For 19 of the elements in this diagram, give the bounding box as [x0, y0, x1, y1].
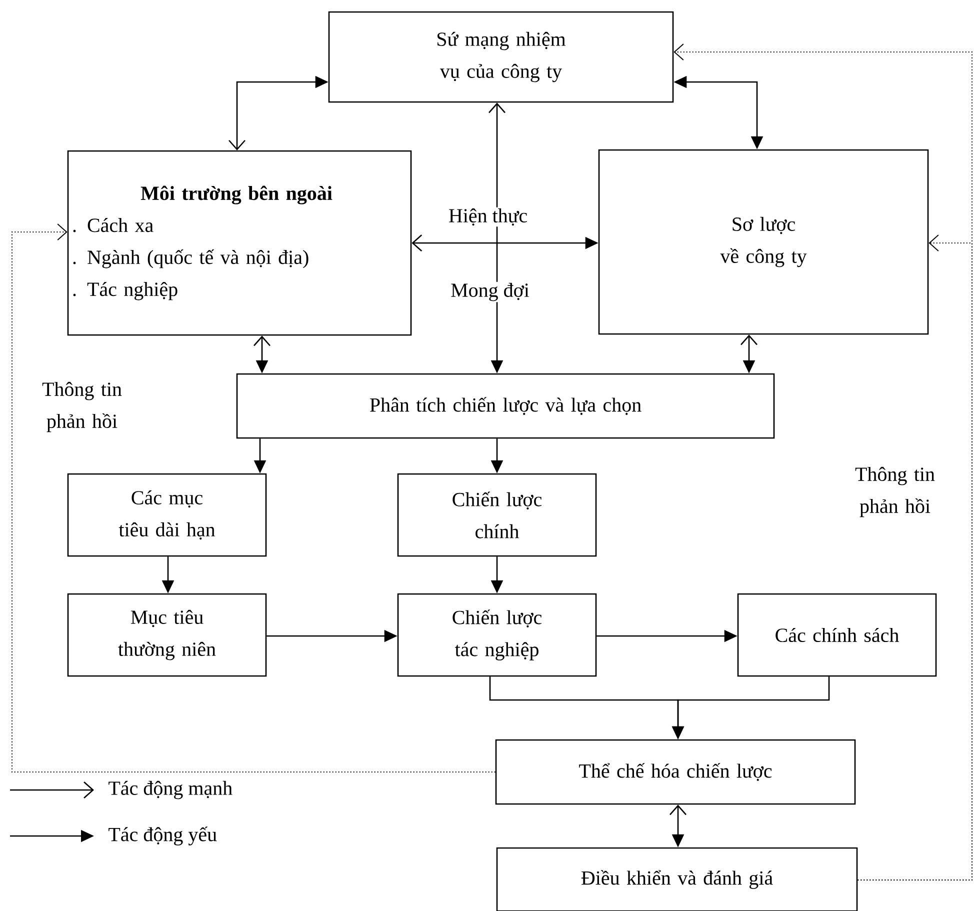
arrow [857, 234, 973, 880]
process-box: Các mục tiêu dài hạn [67, 473, 267, 557]
process-box: Mục tiêu thường niên [67, 593, 267, 677]
edge-label: Mong đợi [450, 282, 530, 302]
process-box: Chiến lược chính [397, 473, 597, 557]
legend-text: Tác động mạnh [108, 780, 232, 800]
process-box: Phân tích chiến lược và lựa chọn [236, 373, 775, 439]
note-text: Thông tin phản hồi [855, 466, 935, 518]
process-box: Thể chế hóa chiến lược [495, 739, 856, 805]
process-box: Các chính sách [737, 593, 937, 677]
note-text: Thông tin phản hồi [42, 382, 122, 432]
process-box: Sứ mạng nhiệm vụ của công ty [328, 11, 674, 103]
process-box: Điều khiển và đánh giá [496, 847, 858, 911]
process-box: Sơ lược về công ty [598, 149, 929, 335]
arrow [12, 224, 496, 772]
edge-label: Hiện thực [447, 207, 529, 227]
process-box: Môi trường bên ngoài . Cách xa . Ngành (quốc tế và nội địa) . Tác nghiệp [67, 150, 412, 336]
process-box: Chiến lược tác nghiệp [397, 593, 597, 677]
legend-text: Tác động yếu [108, 826, 217, 846]
